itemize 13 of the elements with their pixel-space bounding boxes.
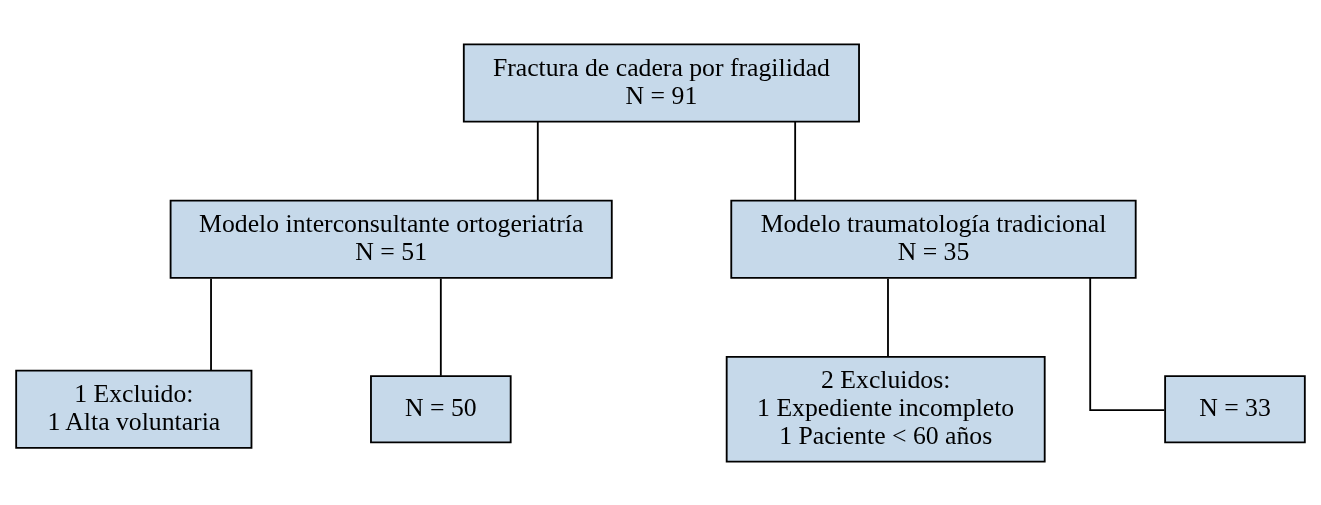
node-box: Modelo interconsultante ortogeriatría N = 51 bbox=[169, 199, 613, 279]
node-box: N = 50 bbox=[370, 374, 512, 443]
node-box: 1 Excluido: 1 Alta voluntaria bbox=[15, 369, 253, 449]
connector bbox=[536, 120, 539, 201]
connector bbox=[794, 120, 797, 201]
connector bbox=[210, 277, 212, 372]
connector bbox=[1089, 276, 1166, 411]
connector bbox=[439, 277, 442, 377]
node-box: Fractura de cadera por fragilidad N = 91 bbox=[462, 42, 860, 122]
node-box: N = 33 bbox=[1164, 374, 1306, 443]
node-box: 2 Excluidos: 1 Expediente incompleto 1 Paciente < 60 años bbox=[725, 355, 1046, 463]
node-box: Modelo traumatología tradicional N = 35 bbox=[730, 199, 1137, 279]
connector bbox=[887, 277, 889, 357]
